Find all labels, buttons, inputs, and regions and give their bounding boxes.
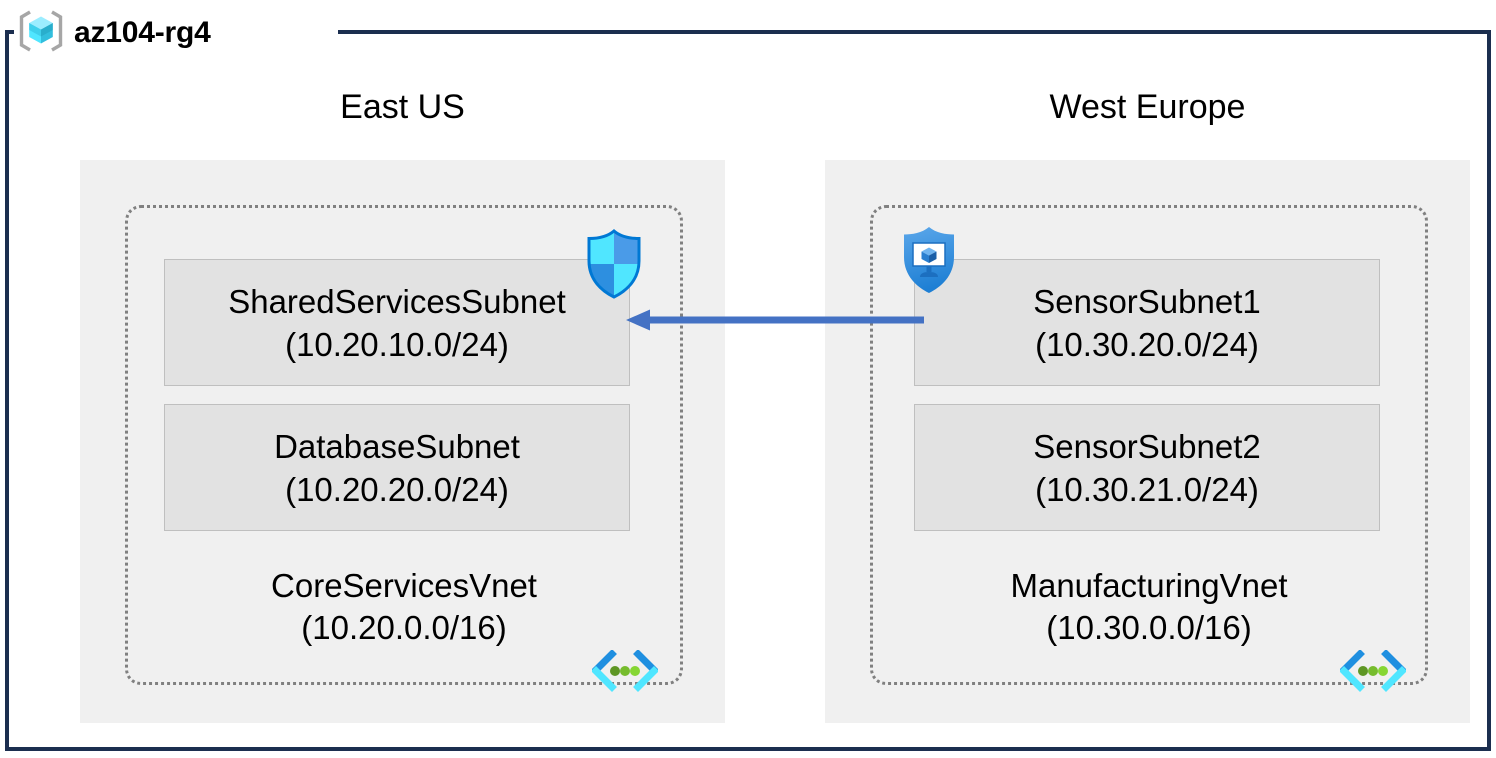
subnet-name: SharedServicesSubnet xyxy=(228,282,566,320)
vnet-cidr: (10.30.0.0/16) xyxy=(1046,609,1252,646)
bastion-shield-monitor-icon[interactable] xyxy=(898,224,960,296)
resource-group-header: az104-rg4 xyxy=(18,8,211,58)
subnet-cidr: (10.20.20.0/24) xyxy=(285,470,509,508)
region-label-west-europe: West Europe xyxy=(1049,88,1246,126)
vnet-cidr: (10.20.0.0/16) xyxy=(301,609,507,646)
vnet-caption-manufacturingvnet: ManufacturingVnet (10.30.0.0/16) xyxy=(870,565,1428,649)
vnet-container-manufacturingvnet xyxy=(870,205,1428,685)
subnet-name: DatabaseSubnet xyxy=(274,427,520,465)
subnet-sensorsubnet1[interactable]: SensorSubnet1 (10.30.20.0/24) xyxy=(914,259,1380,386)
region-label-east-us: East US xyxy=(340,88,465,126)
resource-group-name: az104-rg4 xyxy=(74,16,211,49)
peering-arrow-icon[interactable] xyxy=(624,306,924,334)
subnet-cidr: (10.20.10.0/24) xyxy=(285,325,509,363)
subnet-name: SensorSubnet1 xyxy=(1033,282,1261,320)
vnet-name: ManufacturingVnet xyxy=(1010,567,1288,604)
resource-group-frame xyxy=(5,30,1491,751)
subnet-sensorsubnet2[interactable]: SensorSubnet2 (10.30.21.0/24) xyxy=(914,404,1380,531)
subnet-databasesubnet[interactable]: DatabaseSubnet (10.20.20.0/24) xyxy=(164,404,630,531)
subnet-cidr: (10.30.21.0/24) xyxy=(1035,470,1259,508)
subnet-sharedservicessubnet[interactable]: SharedServicesSubnet (10.20.10.0/24) xyxy=(164,259,630,386)
vnet-container-coreservicesvnet xyxy=(125,205,683,685)
resource-group-cube-icon xyxy=(18,8,64,59)
vnet-caption-coreservicesvnet: CoreServicesVnet (10.20.0.0/16) xyxy=(125,565,683,649)
vnet-name: CoreServicesVnet xyxy=(271,567,537,604)
virtual-network-icon[interactable] xyxy=(1339,649,1407,694)
virtual-network-icon[interactable] xyxy=(591,649,659,694)
resource-group-title-notch xyxy=(14,12,338,52)
subnet-name: SensorSubnet2 xyxy=(1033,427,1261,465)
network-security-group-shield-icon[interactable] xyxy=(583,228,645,300)
subnet-cidr: (10.30.20.0/24) xyxy=(1035,325,1259,363)
